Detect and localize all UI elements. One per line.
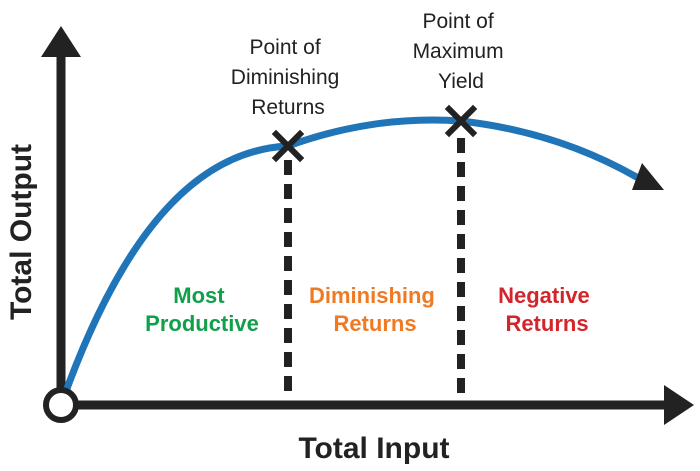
region-label-line: Most <box>173 283 225 308</box>
point-label-line: Maximum <box>413 40 504 63</box>
region-label-line: Returns <box>505 311 588 336</box>
total-output-curve <box>57 116 649 409</box>
diminishing-returns-region-label: Diminishing Returns <box>309 283 441 336</box>
point-label-line: Yield <box>438 70 484 93</box>
point-label-line: Returns <box>251 96 325 119</box>
region-label-line: Productive <box>145 311 259 336</box>
x-axis-title: Total Input <box>298 432 449 465</box>
diminishing-returns-point-label: Point of Diminishing Returns <box>231 36 345 119</box>
diminishing-returns-x-marker <box>271 129 305 163</box>
y-axis-title: Total Output <box>5 144 38 320</box>
region-label-line: Negative <box>498 283 590 308</box>
region-label-line: Returns <box>333 311 416 336</box>
y-axis-arrowhead <box>41 26 81 57</box>
negative-returns-region-label: Negative Returns <box>498 283 596 336</box>
x-axis-arrowhead <box>664 385 694 425</box>
maximum-yield-x-marker <box>444 104 478 138</box>
maximum-yield-point-label: Point of Maximum Yield <box>413 10 510 93</box>
most-productive-region-label: Most Productive <box>145 283 259 336</box>
point-label-line: Diminishing <box>231 66 340 89</box>
point-label-line: Point of <box>422 10 493 33</box>
region-label-line: Diminishing <box>309 283 435 308</box>
curve-arrowhead <box>632 163 664 190</box>
origin-circle <box>43 387 79 423</box>
point-label-line: Point of <box>249 36 320 59</box>
